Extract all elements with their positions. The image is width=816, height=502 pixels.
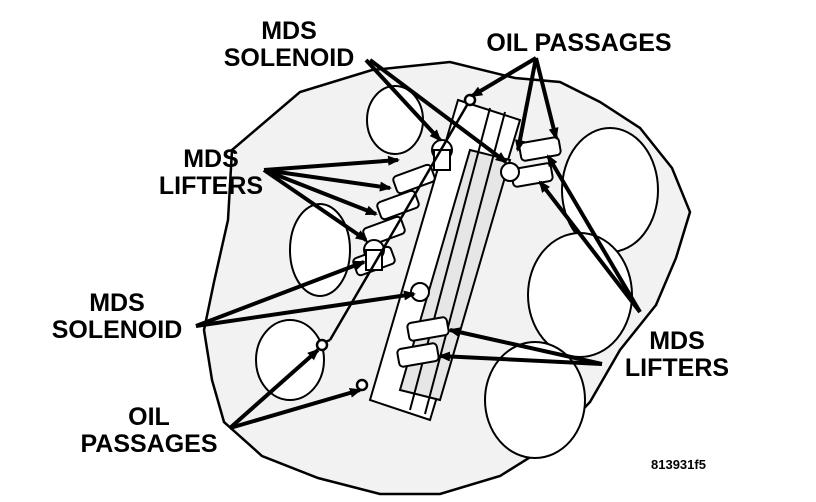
arrow-oil-top-3 [534, 57, 559, 140]
cylinder-bores [255, 85, 659, 459]
label-line: MDS [261, 17, 317, 45]
label-mds-solenoid-left: MDS SOLENOID [42, 290, 192, 344]
arrow-lifters-right-3 [448, 327, 603, 366]
arrow-oil-bottom-2 [229, 388, 362, 430]
arrow-solenoid-top-1 [364, 58, 442, 142]
label-oil-passages-bottom: OIL PASSAGES [66, 404, 232, 458]
label-line: MDS [649, 327, 705, 355]
arrow-solenoid-left-1 [195, 260, 366, 328]
label-line: LIFTERS [158, 172, 264, 200]
label-oil-passages-top: OIL PASSAGES [464, 30, 694, 57]
lifters-left-bank [352, 163, 436, 277]
arrow-lifters-left-4 [262, 168, 368, 242]
arrow-solenoid-top-2 [368, 58, 508, 164]
label-line: SOLENOID [51, 316, 183, 344]
arrow-oil-top-2 [515, 57, 538, 152]
arrow-lifters-left-3 [263, 168, 378, 216]
oil-galley [315, 93, 477, 392]
label-line: MDS [89, 289, 145, 317]
label-line: SOLENOID [223, 44, 355, 72]
label-line: LIFTERS [624, 354, 730, 382]
label-mds-lifters-left: MDS LIFTERS [156, 146, 266, 200]
arrow-lifters-right-2 [538, 180, 642, 314]
arrow-lifters-left-1 [263, 155, 400, 172]
label-line: OIL [128, 403, 170, 431]
arrow-oil-bottom-1 [228, 348, 320, 430]
label-line: PASSAGES [80, 430, 218, 458]
label-line: MDS [183, 145, 239, 173]
arrow-lifters-left-2 [263, 168, 392, 192]
arrow-lifters-right-4 [438, 351, 603, 366]
callout-arrows [195, 56, 642, 430]
label-mds-solenoid-top: MDS SOLENOID [214, 18, 364, 72]
figure-id: 813931f5 [651, 457, 706, 472]
label-mds-lifters-right: MDS LIFTERS [612, 328, 742, 382]
arrow-solenoid-left-2 [195, 290, 416, 328]
label-line: OIL PASSAGES [486, 29, 672, 57]
arrow-oil-top-1 [470, 56, 538, 98]
arrow-lifters-right-1 [546, 154, 642, 314]
